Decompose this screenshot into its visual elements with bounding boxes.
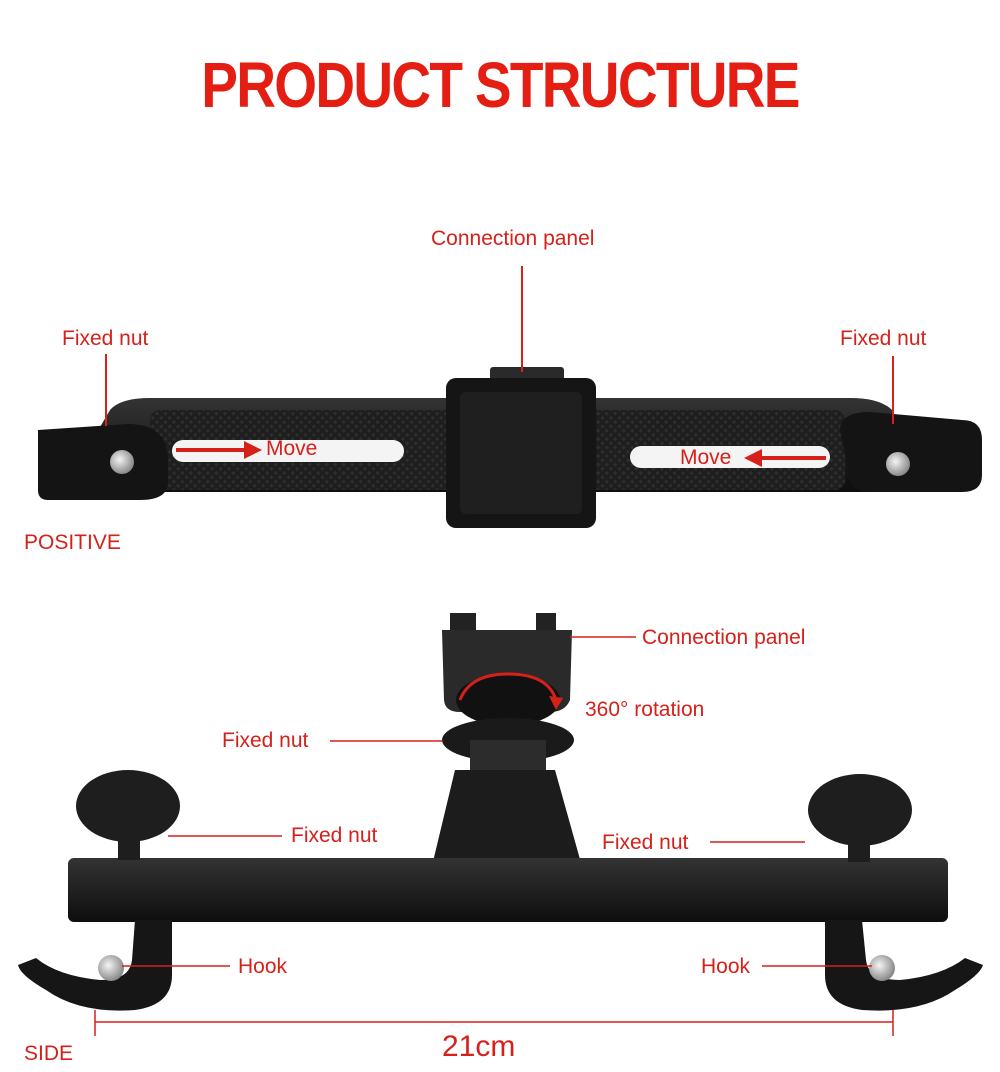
side-fixed-nut-left-label: Fixed nut [291, 824, 378, 847]
front-right-clamp [840, 412, 982, 492]
front-left-slot [172, 440, 404, 462]
side-left-knob [76, 770, 180, 842]
positive-view-label: POSITIVE [24, 531, 121, 554]
front-view-bracket [38, 367, 982, 528]
front-left-clamp [38, 424, 168, 500]
page-title: PRODUCT STRUCTURE [201, 49, 800, 121]
side-left-hook [18, 920, 172, 1011]
side-view-label: SIDE [24, 1042, 74, 1065]
move-left-label: Move [266, 437, 318, 460]
side-fixed-nut-center-label: Fixed nut [222, 729, 309, 752]
dimension-line [94, 1010, 894, 1036]
front-connection-panel-label: Connection panel [431, 227, 595, 250]
side-connection-panel-label: Connection panel [642, 626, 806, 649]
rotation-label: 360° rotation [585, 698, 705, 721]
side-ball-joint [456, 674, 560, 726]
rotation-arrow [458, 672, 563, 710]
front-left-screw [110, 450, 134, 474]
front-fixed-nut-left-label: Fixed nut [62, 327, 149, 350]
side-fixed-nut-right-label: Fixed nut [602, 831, 689, 854]
side-left-hook-screw [98, 955, 124, 981]
side-main-bar [68, 858, 948, 922]
side-view-bracket [18, 613, 983, 1011]
front-right-screw [886, 452, 910, 476]
side-right-hook [825, 920, 983, 1011]
dimension-label: 21cm [442, 1030, 516, 1063]
move-right-label: Move [680, 446, 732, 469]
front-leader-lines [105, 266, 894, 426]
move-arrow-right [744, 449, 826, 467]
hook-right-label: Hook [701, 955, 751, 978]
move-arrow-left [176, 441, 262, 459]
hook-left-label: Hook [238, 955, 288, 978]
side-leader-lines [122, 636, 872, 967]
side-right-knob [808, 774, 912, 846]
front-right-slot [630, 446, 830, 468]
side-right-hook-screw [869, 955, 895, 981]
front-fixed-nut-right-label: Fixed nut [840, 327, 927, 350]
